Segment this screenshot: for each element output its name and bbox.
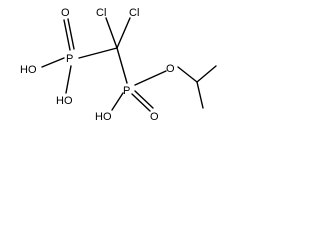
atom-oh-left-lower: HO: [56, 95, 73, 107]
bond-p-right-oh: [111, 92, 124, 111]
bond-p-left-double-o-b: [67, 18, 75, 50]
bond-p-right-double-o-a: [131, 93, 151, 112]
bond-c-p-left: [78, 47, 118, 59]
chemical-structure-diagram: Cl Cl O P HO HO P O HO O: [20, 7, 217, 123]
bond-ch-methyl-up: [196, 65, 217, 83]
bond-ch-methyl-down: [196, 81, 204, 109]
bond-p-right-double-o-b: [134, 90, 154, 109]
bond-p-left-oh-upper: [41, 57, 65, 68]
bond-p-left-oh-lower: [65, 65, 72, 94]
atom-oh-right: HO: [95, 111, 112, 123]
bond-c-cl-right: [116, 17, 131, 49]
atom-o-double-right: O: [150, 111, 159, 123]
atom-labels: Cl Cl O P HO HO P O HO O: [20, 7, 175, 123]
atom-cl-left: Cl: [96, 7, 106, 19]
atom-p-right: P: [123, 85, 130, 97]
atom-oh-left-upper: HO: [20, 64, 37, 76]
bonds: [41, 17, 217, 112]
atom-p-left: P: [66, 53, 73, 65]
bond-c-p-right: [116, 47, 128, 84]
atom-o-double-left: O: [61, 7, 70, 19]
atom-cl-right: Cl: [129, 7, 139, 19]
bond-c-cl-left: [105, 17, 118, 49]
bond-p-left-double-o-a: [63, 19, 71, 51]
bond-p-right-o-ester: [134, 70, 167, 86]
atom-o-ester: O: [166, 63, 175, 75]
bond-o-ch: [177, 66, 198, 83]
